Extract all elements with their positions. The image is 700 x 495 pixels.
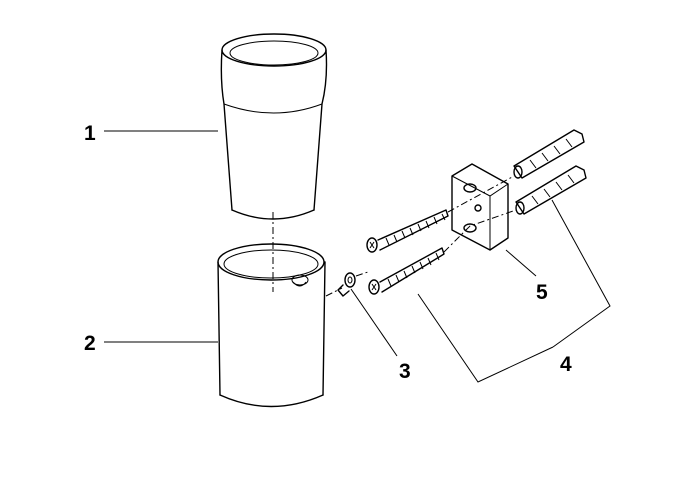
leader-lines xyxy=(104,130,611,383)
callout-labels: 1 2 3 4 5 xyxy=(84,122,572,383)
callout-4: 4 xyxy=(560,353,572,376)
leader-4-right xyxy=(551,199,611,348)
leader-5 xyxy=(505,249,537,277)
part-3-washer xyxy=(337,272,356,297)
part-5-wall-bracket xyxy=(451,163,509,251)
wall-plugs xyxy=(513,129,587,215)
part-2-holder-cylinder xyxy=(217,243,326,408)
leader-4-left xyxy=(417,293,554,383)
callout-2: 2 xyxy=(84,332,96,355)
leader-3 xyxy=(350,288,398,357)
wall-plug-lower xyxy=(515,165,587,215)
callout-1: 1 xyxy=(84,122,96,145)
screw-upper xyxy=(366,209,449,253)
wall-plug-upper xyxy=(513,129,585,179)
part-4-screws xyxy=(366,209,449,295)
callout-3: 3 xyxy=(399,360,411,383)
part-1-cup-insert xyxy=(220,33,328,220)
callout-5: 5 xyxy=(536,281,548,304)
assembly-axes xyxy=(272,175,517,297)
screw-lower xyxy=(368,247,445,295)
